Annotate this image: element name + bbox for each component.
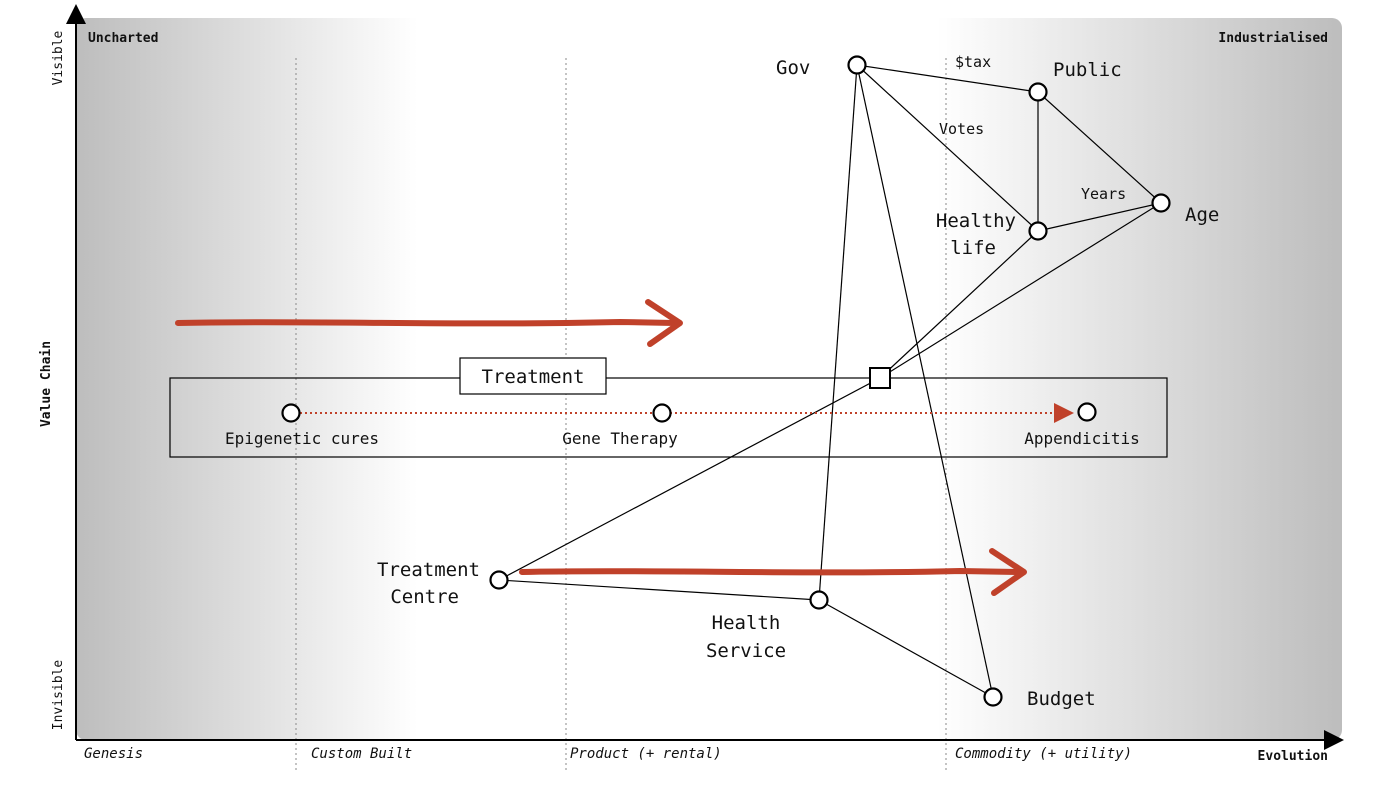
votes-link-label: Votes — [939, 120, 984, 138]
industrialised-label: Industrialised — [1218, 31, 1328, 46]
uncharted-label: Uncharted — [88, 31, 158, 46]
treatment-group-title: Treatment — [482, 366, 585, 388]
treatment-centre-label-1: Treatment — [377, 559, 480, 581]
links — [498, 64, 1162, 698]
gene-therapy-node — [652, 403, 672, 423]
gene-therapy-label: Gene Therapy — [562, 429, 678, 448]
public-label: Public — [1053, 59, 1122, 81]
stage-product: Product (+ rental) — [570, 746, 722, 762]
budget-label: Budget — [1027, 688, 1096, 710]
map-background — [76, 18, 1342, 740]
healthy-life-node — [1028, 221, 1048, 241]
years-link-label: Years — [1081, 185, 1126, 203]
health-service-label-2: Service — [706, 640, 786, 662]
age-label: Age — [1185, 204, 1219, 226]
treatment-node — [869, 367, 891, 389]
appendicitis-label: Appendicitis — [1024, 429, 1140, 448]
visible-label: Visible — [51, 30, 66, 85]
stage-custom-built: Custom Built — [311, 746, 412, 762]
movement-arrow-top — [175, 299, 683, 347]
treatment-title-box — [459, 357, 607, 395]
stage-genesis: Genesis — [84, 746, 143, 762]
treatment-group-box — [169, 377, 1168, 458]
budget-node — [983, 687, 1003, 707]
movement-arrow-bottom — [519, 548, 1027, 596]
health-service-node — [809, 590, 829, 610]
treatment-centre-label-2: Centre — [390, 586, 459, 608]
healthy-life-label-1: Healthy — [936, 210, 1016, 232]
treatment-centre-node — [489, 570, 509, 590]
epigenetic-cures-node — [281, 403, 301, 423]
public-node — [1028, 82, 1048, 102]
epigenetic-cures-label: Epigenetic cures — [225, 429, 379, 448]
stage-commodity: Commodity (+ utility) — [955, 746, 1132, 762]
healthy-life-label-2: life — [950, 237, 996, 259]
gov-label: Gov — [776, 57, 810, 79]
invisible-label: Invisible — [51, 660, 66, 731]
evolution-label: Evolution — [1258, 749, 1328, 764]
age-node — [1151, 193, 1171, 213]
gov-node — [847, 55, 867, 75]
health-service-label-1: Health — [712, 612, 781, 634]
appendicitis-node — [1077, 402, 1097, 422]
value-chain-label: Value Chain — [39, 341, 54, 427]
tax-link-label: $tax — [955, 53, 991, 71]
